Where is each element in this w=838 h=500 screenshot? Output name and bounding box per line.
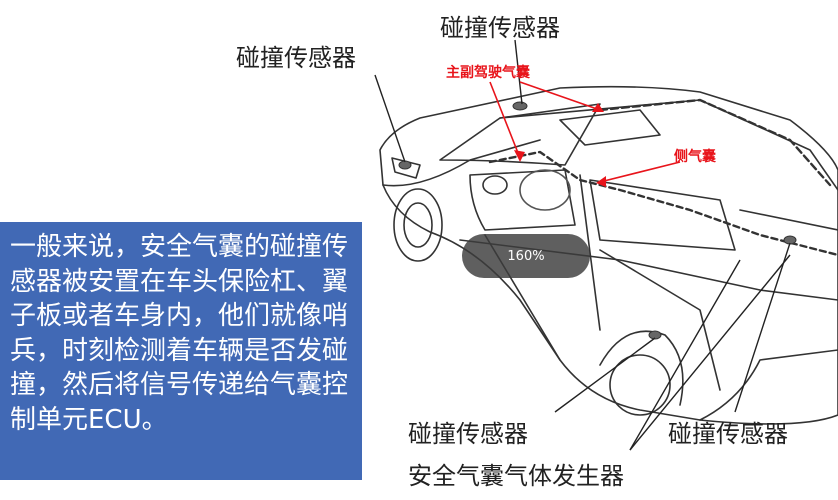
car-line-drawing [379,85,838,425]
sensor-left [398,160,412,170]
leader-sensor-left [374,74,406,163]
label-crash-sensor-top: 碰撞传感器 [440,14,560,42]
front-wheel [393,188,443,262]
rear-wheel-arch [599,330,684,406]
front-side-window [469,169,576,231]
leader-sensor-top [514,39,523,105]
leader-sensor-bottom-right [734,242,791,413]
b-pillar [579,174,601,331]
label-inflator: 安全气囊气体发生器 [408,462,624,490]
leader-sensor-bottom-center [554,337,656,413]
roof-airbag-strip [598,98,832,187]
leader-lines [374,39,791,451]
windshield [439,103,601,166]
rear-side-window [589,179,736,251]
arrow-front-airbag-1 [489,81,521,159]
arrow-side-airbag [599,161,681,183]
label-side-airbag: 侧气囊 [674,149,716,165]
arrowhead-2 [592,103,604,112]
headlight [391,157,421,179]
info-box: 一般来说，安全气囊的碰撞传感器被安置在车头保险杠、翼子板或者车身内，他们就像哨兵… [0,222,362,480]
sensor-bottom-center [648,330,662,340]
leader-inflator-1 [629,259,741,451]
label-crash-sensor-left: 碰撞传感器 [236,44,356,72]
label-crash-sensor-bottom-right: 碰撞传感器 [668,420,788,448]
curtain-airbag [488,150,838,257]
red-arrowheads [514,103,606,187]
rear-door-line [599,249,721,391]
label-crash-sensor-bottom-center: 碰撞传感器 [408,420,528,448]
sunroof [559,109,661,146]
sensor-markers [398,101,797,340]
front-wheel-inner [403,202,433,248]
arrowhead-3 [596,176,606,187]
info-text: 一般来说，安全气囊的碰撞传感器被安置在车头保险杠、翼子板或者车身内，他们就像哨兵… [10,232,349,435]
leader-inflator-2 [629,254,791,451]
deployed-airbag [519,169,571,211]
label-front-airbags: 主副驾驶气囊 [446,65,530,81]
zoom-indicator: 160% [462,234,590,278]
sensor-top [512,101,528,111]
sensor-bottom-right [783,235,797,245]
rear-wheel [609,354,671,416]
car-body-outline [379,85,838,425]
arrowhead-1 [514,150,525,162]
zoom-level: 160% [507,248,545,264]
roof-rail [499,99,838,191]
rear-panel [739,209,838,231]
steering-wheel [482,175,508,195]
red-arrows [489,81,681,183]
rear-lower [699,349,838,421]
arrow-front-airbag-2 [519,81,601,111]
